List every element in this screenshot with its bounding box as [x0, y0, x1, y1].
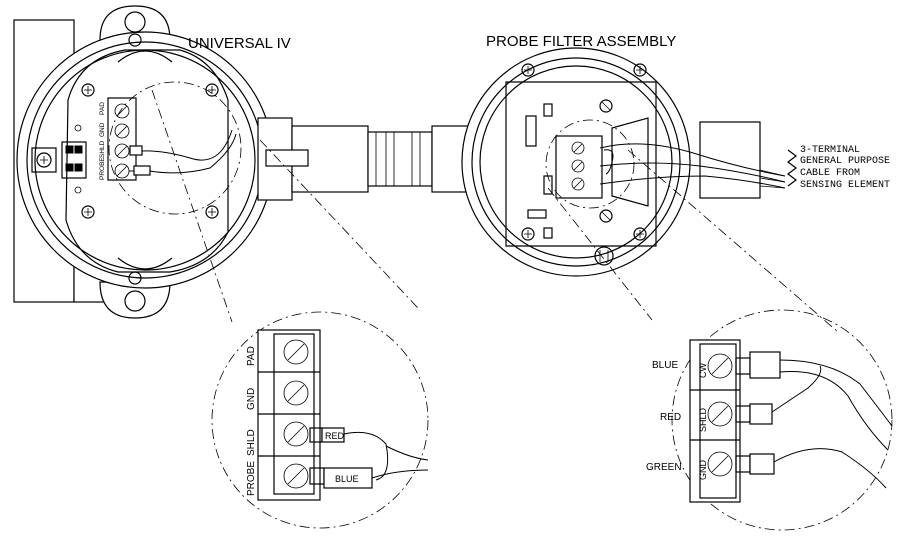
cable-note-line3: CABLE FROM: [800, 168, 860, 179]
filter-wire-label-green: GREEN: [646, 462, 682, 473]
title-universal-iv: UNIVERSAL IV: [188, 35, 291, 52]
detail-terminal-block: [257, 329, 321, 501]
filter-label-gnd: GND: [698, 460, 708, 481]
probe-filter-housing: [461, 47, 786, 277]
board-screw-icon: [81, 83, 219, 219]
universal-iv-housing: PAD GND SHLD PROBE: [13, 5, 274, 319]
filter-label-shld: SHLD: [698, 407, 708, 432]
filter-callout-circle: [545, 119, 635, 209]
filter-screw-icon: [521, 63, 647, 266]
detail-label-pad: PAD: [246, 346, 257, 366]
small-label-gnd: GND: [99, 122, 106, 137]
cable-note-line1: 3-TERMINAL: [800, 145, 860, 156]
small-label-probe: PROBE: [99, 157, 106, 180]
detail-label-gnd: GND: [246, 388, 257, 410]
terminal-strip-small: [107, 97, 137, 181]
conduit-hub: [257, 117, 481, 201]
universal-detail-view: RED BLUE PAD GND SHLD PROBE: [211, 311, 429, 529]
filter-capacitor: [525, 115, 537, 147]
title-probe-filter-assembly: PROBE FILTER ASSEMBLY: [486, 33, 676, 50]
ground-lug: [31, 147, 57, 173]
small-label-shld: SHLD: [99, 140, 106, 158]
wire-label-red: RED: [325, 431, 345, 441]
conduit-coupling: [367, 131, 433, 187]
cable-note: 3-TERMINAL GENERAL PURPOSE CABLE FROM SE…: [800, 145, 890, 191]
filter-housing-outer-ring: [461, 47, 691, 277]
filter-board: [505, 81, 657, 247]
detail-label-probe: PROBE: [246, 461, 257, 496]
red-wire-tag: [321, 427, 345, 443]
bottom-mounting-ear: [99, 281, 171, 319]
cable-note-line2: GENERAL PURPOSE: [800, 156, 890, 167]
detail-label-shld: SHLD: [246, 429, 257, 456]
terminal-strip-filter: [555, 135, 603, 199]
filter-label-cw: CW: [698, 363, 708, 378]
top-mounting-ear: [99, 5, 171, 41]
cable-note-line4: SENSING ELEMENT: [800, 180, 890, 191]
circuit-board: [65, 49, 229, 273]
wire-label-blue: BLUE: [335, 474, 359, 484]
detail-callout-circle: [108, 81, 242, 215]
filter-wire-label-blue: BLUE: [652, 360, 678, 371]
filter-detail-view: CW SHLD GND BLUE RED GREEN: [646, 309, 893, 531]
filter-wire-label-red: RED: [660, 412, 681, 423]
small-label-pad: PAD: [99, 102, 106, 115]
